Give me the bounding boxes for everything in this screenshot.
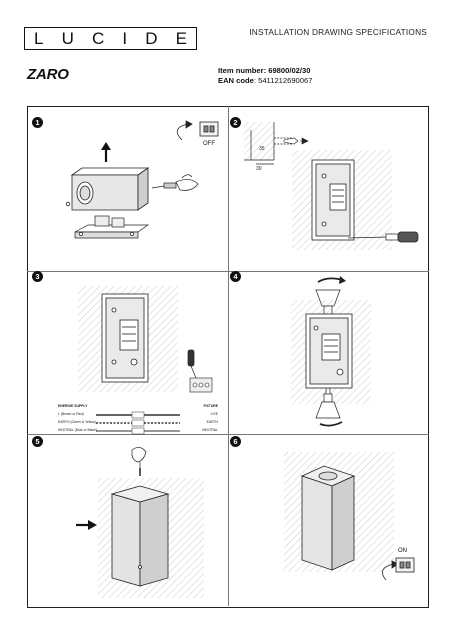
step5-illustration — [76, 447, 204, 598]
step-marker-2: 2 — [230, 117, 241, 128]
screwdriver-icon — [347, 231, 419, 243]
off-label: OFF — [203, 141, 215, 147]
step1-illustration: OFF — [65, 120, 219, 239]
panel-divider — [27, 434, 429, 435]
off-switch-icon — [176, 120, 219, 141]
rotate-arrow-icon — [317, 277, 343, 283]
arrow-right-icon — [76, 520, 97, 530]
step6-illustration: ON — [284, 452, 415, 581]
wire-earth — [96, 419, 180, 427]
legend-row-left: EARTH (Green & Yellow) — [58, 420, 96, 424]
ean-label: EAN code — [218, 76, 254, 85]
brand-logo: L U C I D E — [24, 27, 197, 50]
legend-row-right: LIVE — [210, 412, 218, 416]
product-name: ZARO — [27, 66, 69, 83]
dimension-label: 35 — [259, 146, 265, 152]
logo-letter: C — [91, 28, 105, 48]
wiring-legend: ENERGIE SUPPLY FIXTURE L (Brown or Red) … — [58, 404, 218, 435]
step-marker-4: 4 — [230, 271, 241, 282]
on-label: ON — [398, 548, 407, 554]
document-title: INSTALLATION DRAWING SPECIFICATIONS — [249, 27, 427, 37]
logo-letter: I — [122, 28, 128, 48]
logo-letter: D — [145, 28, 158, 48]
legend-row-left: NEUTRAL (Blue or Black) — [58, 428, 97, 432]
legend-row-left: L (Brown or Red) — [58, 412, 84, 416]
logo-letter: L — [34, 28, 44, 48]
logo-letter: U — [61, 28, 74, 48]
lamp-housing — [110, 485, 170, 587]
screwdriver-icon — [187, 349, 197, 379]
on-switch-icon — [382, 557, 415, 581]
step-marker-6: 6 — [230, 436, 241, 447]
item-number-value: 69800/02/30 — [268, 66, 311, 75]
wall-detail — [244, 122, 292, 165]
panel-divider — [228, 106, 229, 606]
step-marker-5: 5 — [32, 436, 43, 447]
step-marker-1: 1 — [32, 117, 43, 128]
item-number-label: Item number: — [218, 66, 267, 75]
legend-row-right: NEUTRAL — [202, 428, 218, 432]
wire-neutral — [96, 427, 180, 435]
wall-plug-icon — [283, 137, 309, 145]
mounting-plate — [311, 159, 355, 241]
legend-row: L (Brown or Red) LIVE — [58, 411, 218, 419]
lamp-housing — [65, 167, 150, 211]
hand-screw-icon — [131, 447, 147, 474]
legend-left-header: ENERGIE SUPPLY — [58, 404, 88, 408]
legend-row: NEUTRAL (Blue or Black) NEUTRAL — [58, 427, 218, 435]
legend-row-right: EARTH — [206, 420, 218, 424]
mounting-plate — [74, 215, 150, 239]
lamp-housing — [300, 465, 356, 571]
arrow-up-icon — [101, 142, 111, 162]
mounting-plate — [305, 313, 353, 389]
terminal-block-icon — [189, 377, 213, 393]
hand-screwdriver-icon — [151, 174, 199, 191]
step4-illustration — [291, 276, 371, 427]
dimension-label: 30 — [256, 166, 262, 172]
step2-illustration: 30 35 — [244, 122, 419, 250]
logo-letter: E — [175, 28, 187, 48]
ean-value: 5411212690067 — [258, 76, 313, 85]
bulb-icon — [315, 388, 341, 419]
panel-divider — [27, 271, 429, 272]
mounting-plate — [101, 293, 149, 383]
rotate-arrow-icon — [319, 421, 343, 427]
step3-illustration — [78, 286, 213, 393]
wire-live — [96, 411, 180, 419]
item-info: Item number: 69800/02/30 EAN code: 54112… — [218, 66, 313, 85]
legend-right-header: FIXTURE — [203, 404, 218, 408]
step-marker-3: 3 — [32, 271, 43, 282]
legend-row: EARTH (Green & Yellow) EARTH — [58, 419, 218, 427]
